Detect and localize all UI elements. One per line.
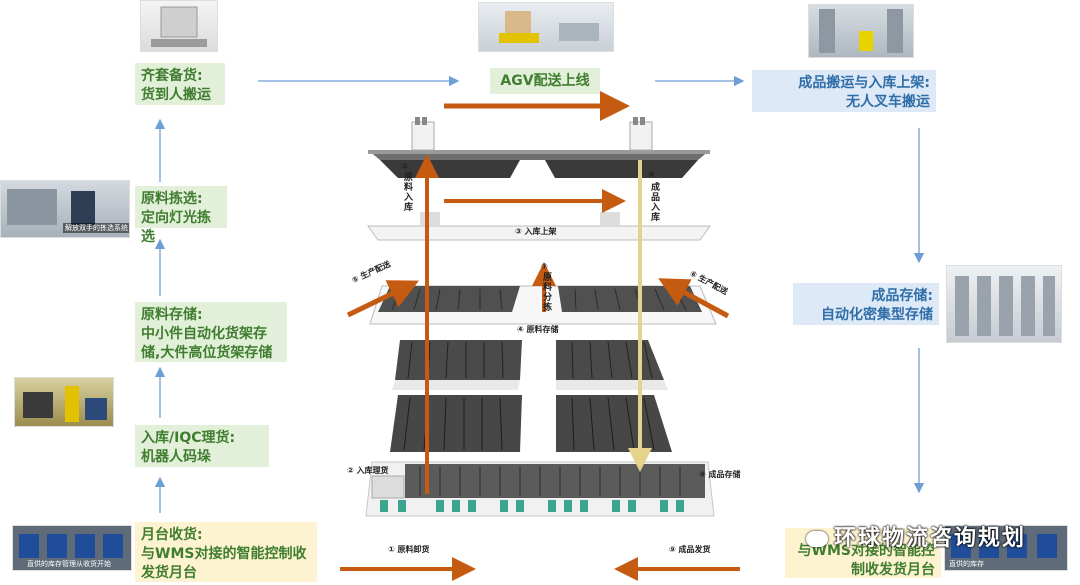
label-ruku-lihuo: ② 入库理货 xyxy=(347,466,389,475)
step-chengpin-cunchu-line2: 自动化密集型存储 xyxy=(821,307,933,323)
step-yuanliao-cunchu: 原料存储: 中小件自动化货架存 储,大件高位货架存储 xyxy=(135,302,287,362)
step-agv-label: AGV配送上线 xyxy=(500,73,590,89)
label-circle-7: ⑦ xyxy=(541,262,548,271)
step-qitao-line1: 齐套备货: xyxy=(141,68,203,84)
step-chengpin-banyun-line1: 成品搬运与入库上架: xyxy=(798,75,930,91)
production-delivery-arrow-left xyxy=(346,280,420,318)
step-yuetai-right-line1: 与WMS对接的智能控 xyxy=(797,543,935,559)
step-yuetai-left-line1: 月台收货: xyxy=(141,527,203,543)
step-yuetai-left-line2: 与WMS对接的智能控制收 xyxy=(141,546,307,562)
floor-ground xyxy=(365,461,715,517)
step-yuanliao-jianxuan-line1: 原料拣选: xyxy=(141,191,203,207)
floor-5 xyxy=(390,395,672,452)
pick-to-light-photo: 解放双手的拣选系统 xyxy=(0,180,130,238)
label-chengpin-ruku: 成品入库 xyxy=(649,182,659,222)
agv-robot-photo xyxy=(478,2,614,52)
label-yuanliao-fenjian: 原料分拣 xyxy=(541,272,551,312)
dense-storage-photo xyxy=(946,265,1062,343)
floor-top xyxy=(368,117,710,178)
step-qitao-line2: 货到人搬运 xyxy=(141,87,211,103)
step-yuanliao-jianxuan: 原料拣选: 定向灯光拣选 xyxy=(135,186,227,245)
label-circle-6-top: ⑥ xyxy=(648,170,655,179)
step-chengpin-cunchu: 成品存储: 自动化密集型存储 xyxy=(793,283,939,325)
label-yuanliao-ruku: 原料入库 xyxy=(402,172,412,212)
label-chengpin-fahuo: ⑨ 成品发货 xyxy=(669,545,711,554)
step-agv: AGV配送上线 xyxy=(490,68,600,94)
label-yuanliao-xiehuo: ① 原料卸货 xyxy=(388,545,430,554)
step-yuanliao-cunchu-line1: 原料存储: xyxy=(141,307,203,323)
floor-4 xyxy=(392,340,668,390)
step-yuetai-left-line3: 发货月台 xyxy=(141,565,197,581)
dock-right-photo-caption: 直供的库存 xyxy=(949,560,984,568)
watermark: 环球物流咨询规划 xyxy=(806,520,1026,552)
step-chengpin-cunchu-line1: 成品存储: xyxy=(871,288,933,304)
step-yuanliao-cunchu-line3: 储,大件高位货架存储 xyxy=(141,345,273,361)
agv-shelf-photo xyxy=(140,0,218,52)
dock-left-photo-caption: 直供的库存管理从收货开始 xyxy=(27,560,111,568)
label-circle-2-top: ② xyxy=(401,162,408,171)
production-delivery-arrow-right xyxy=(658,278,730,319)
step-qitao-beihuo: 齐套备货: 货到人搬运 xyxy=(135,63,225,105)
step-yuanliao-cunchu-line2: 中小件自动化货架存 xyxy=(141,326,267,342)
dock-left-photo: 直供的库存管理从收货开始 xyxy=(12,525,132,571)
watermark-text: 环球物流咨询规划 xyxy=(834,526,1027,551)
step-yuetai-shouhuo: 月台收货: 与WMS对接的智能控制收 发货月台 xyxy=(135,522,317,582)
wechat-icon xyxy=(806,531,828,547)
robot-palletizing-photo xyxy=(14,377,114,427)
label-chengpin-cunchu: ⑧ 成品存储 xyxy=(699,470,741,479)
step-chengpin-banyun: 成品搬运与入库上架: 无人叉车搬运 xyxy=(752,70,936,112)
step-yuetai-right-line2: 制收发货月台 xyxy=(851,562,935,578)
pick-photo-caption: 解放双手的拣选系统 xyxy=(63,223,129,233)
forklift-photo xyxy=(808,4,914,58)
dock-right-photo: 直供的库存 xyxy=(944,525,1068,571)
step-ruku-iqc-line1: 入库/IQC理货: xyxy=(141,430,236,446)
label-ruku-shangjia: ③ 入库上架 xyxy=(515,227,557,236)
label-yuanliao-cunchu: ④ 原料存储 xyxy=(517,325,559,334)
step-yuanliao-jianxuan-line2: 定向灯光拣选 xyxy=(141,210,211,245)
step-chengpin-banyun-line2: 无人叉车搬运 xyxy=(846,94,930,110)
step-ruku-iqc-line2: 机器人码垛 xyxy=(141,449,211,465)
step-ruku-iqc: 入库/IQC理货: 机器人码垛 xyxy=(135,425,269,467)
